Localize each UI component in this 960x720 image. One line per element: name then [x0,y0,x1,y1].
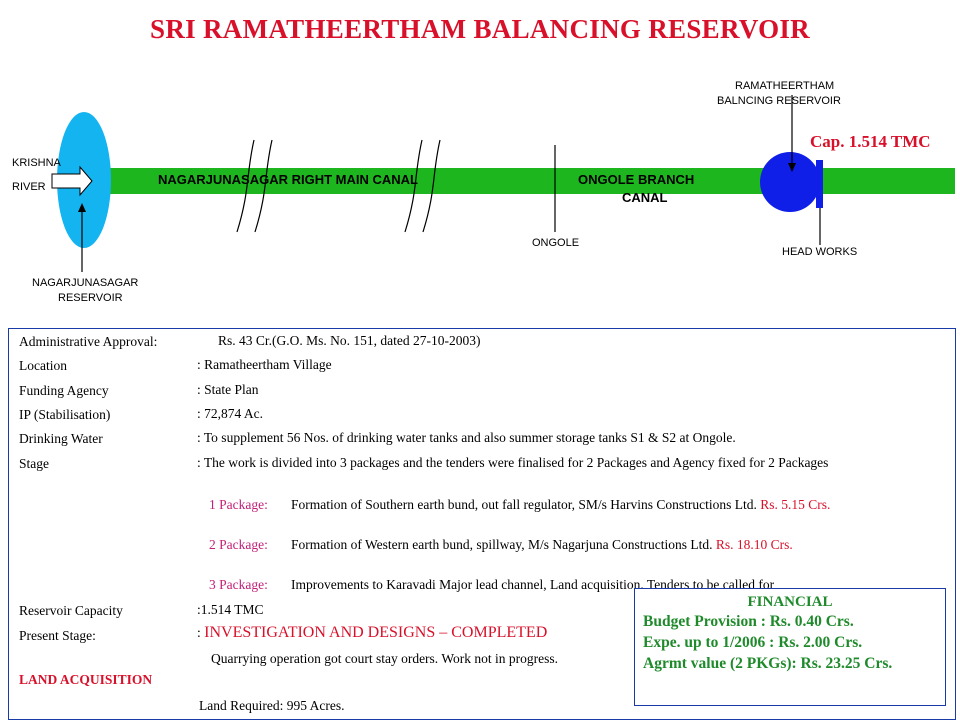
admin-approval-label: Administrative Approval: [19,334,158,349]
package-2: 2 Package: Formation of Western earth bun… [197,538,945,552]
drinking-water-label: Drinking Water [19,431,103,446]
rama-label-1: RAMATHEERTHAM [735,80,835,92]
present-stage-value: : INVESTIGATION AND DESIGNS – COMPLETED [197,624,548,641]
page-title: SRI RAMATHEERTHAM BALANCING RESERVOIR [150,14,810,44]
ongole-label: ONGOLE [532,237,580,249]
reservoir-circle [760,152,820,212]
package-1-text: Formation of Southern earth bund, out fa… [291,497,757,512]
details-panel: Administrative Approval: Rs. 43 Cr.(G.O.… [8,328,956,720]
branch-canal-label-1: ONGOLE BRANCH [578,172,695,187]
nagarjunasagar-reservoir-label-2: RESERVOIR [58,292,123,304]
head-works-label: HEAD WORKS [782,246,858,258]
ip-value: : 72,874 Ac. [197,406,263,421]
package-2-text: Formation of Western earth bund, spillwa… [291,537,713,552]
expenditure: Expe. up to 1/2006 : Rs. 2.00 Crs. [643,634,863,651]
drinking-water-value: : To supplement 56 Nos. of drinking wate… [197,430,736,445]
package-1-amount: Rs. 5.15 Crs. [760,497,831,512]
canal-diagram [51,95,955,272]
funding-value: : State Plan [197,382,259,397]
rama-label-2: BALNCING RESERVOIR [717,95,841,107]
inflow-arrow [51,165,93,197]
financial-box: FINANCIAL Budget Provision : Rs. 0.40 Cr… [634,588,946,706]
break-mark-1 [236,139,273,233]
branch-canal-label-2: CANAL [622,190,668,205]
package-3-label: 3 Package: [209,577,268,592]
reservoir-capacity-value: :1.514 TMC [197,602,264,617]
break-mark-2 [404,139,441,233]
reservoir-capacity-label: Reservoir Capacity [19,603,123,618]
agreement-value: Agrmt value (2 PKGs): Rs. 23.25 Crs. [643,655,893,672]
main-canal-label: NAGARJUNASAGAR RIGHT MAIN CANAL [158,172,418,187]
budget-provision: Budget Provision : Rs. 0.40 Crs. [643,613,854,630]
capacity-label: Cap. 1.514 TMC [810,132,931,151]
location-value: : Ramatheertham Village [197,357,332,372]
package-2-label: 2 Package: [209,537,268,552]
land-acquisition-label: LAND ACQUISITION [19,672,153,687]
package-1-label: 1 Package: [209,497,268,512]
ip-label: IP (Stabilisation) [19,407,111,422]
river-label: RIVER [12,181,46,193]
location-label: Location [19,358,67,373]
krishna-label: KRISHNA [12,157,61,169]
nagarjunasagar-reservoir-label-1: NAGARJUNASAGAR [32,277,139,289]
package-2-amount: Rs. 18.10 Crs. [715,537,793,552]
stage-label: Stage [19,456,49,471]
stage-value: : The work is divided into 3 packages an… [197,455,829,470]
land-required: Land Required: 995 Acres. [199,698,345,713]
present-stage-label: Present Stage: [19,628,96,643]
present-stage-text: INVESTIGATION AND DESIGNS – COMPLETED [204,624,548,641]
package-1: 1 Package: Formation of Southern earth bu… [197,498,945,512]
admin-approval-value: Rs. 43 Cr.(G.O. Ms. No. 151, dated 27-10… [218,333,481,348]
quarry-note: Quarrying operation got court stay order… [211,651,558,666]
funding-label: Funding Agency [19,383,109,398]
financial-heading: FINANCIAL [747,594,833,610]
head-works-bar [816,160,823,208]
